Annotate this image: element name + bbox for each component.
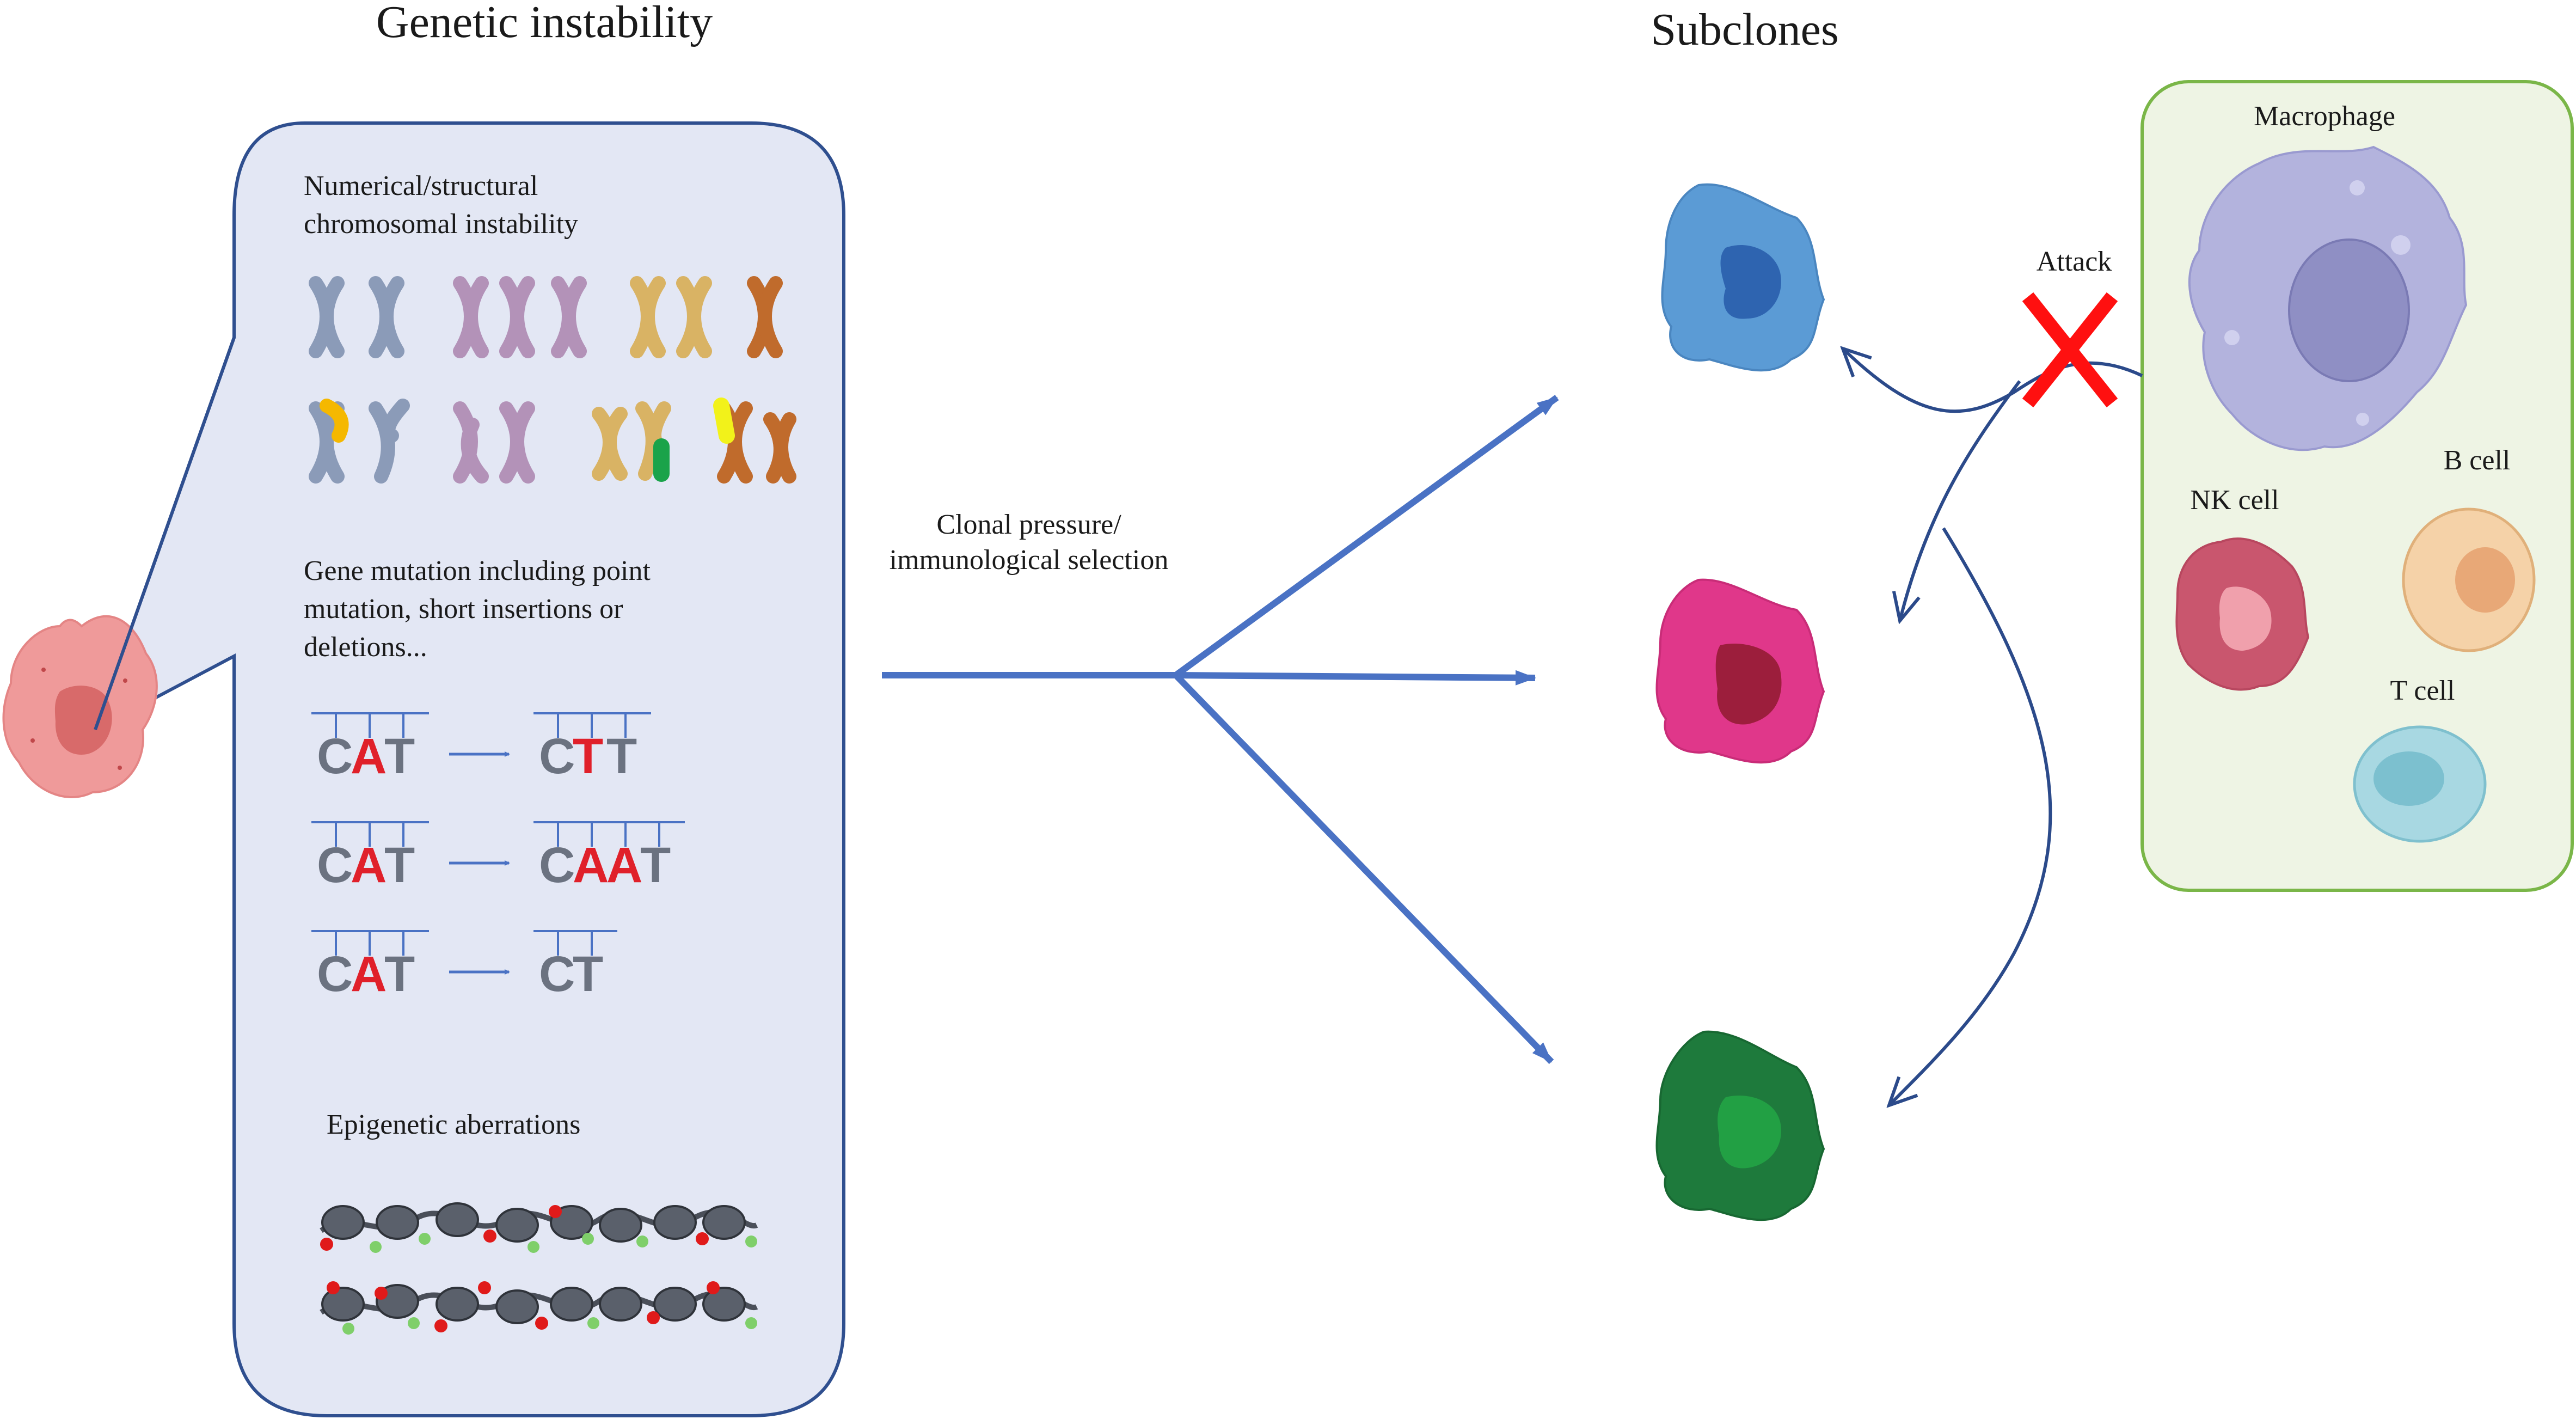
epigenetic-label: Epigenetic aberrations (327, 1109, 580, 1140)
nucleotide-letter: T (384, 837, 415, 893)
nucleotide-letter: C (539, 837, 575, 893)
subclones-title: Subclones (1651, 4, 1838, 55)
subclone-blue (1661, 183, 1825, 372)
nucleotide-letter: C (317, 946, 353, 1002)
b-cell (2402, 507, 2536, 652)
genetic-instability-title: Genetic instability (376, 0, 713, 47)
nucleotide-letter: A (573, 837, 609, 893)
nucleotide-letter: T (606, 729, 637, 784)
sequence-before: CAT (311, 712, 429, 784)
chromatin-strand-2 (320, 1281, 758, 1335)
nucleotide-letter: C (317, 729, 353, 784)
chromatin-strand-1 (320, 1202, 758, 1253)
nucleotide-letter: A (351, 946, 387, 1002)
nucleotide-letter: A (351, 729, 387, 784)
sequence-before: CAT (311, 821, 429, 893)
sequence-after: CT (533, 930, 617, 1002)
b-cell-label: B cell (2444, 445, 2511, 476)
nucleotide-letter: A (351, 837, 387, 893)
t-cell (2353, 725, 2487, 843)
t-cell-label: T cell (2390, 675, 2455, 706)
sequence-before: CAT (311, 930, 429, 1002)
selection-label-line1: Clonal pressure/ (936, 509, 1121, 540)
nucleotide-letter: C (539, 946, 575, 1002)
chromosomal-label-line2: chromosomal instability (304, 209, 578, 240)
subclone-green (1655, 1030, 1825, 1221)
nucleotide-letter: C (539, 729, 575, 784)
nk-cell (2175, 537, 2310, 691)
chromosome-set-row2 (309, 397, 796, 484)
attack-arrows (1843, 348, 2143, 1105)
nucleotide-letter: A (606, 837, 642, 893)
nucleotide-letter: T (573, 729, 603, 784)
nucleotide-letter: T (384, 729, 415, 784)
nucleotide-letter: T (640, 837, 671, 893)
selection-label-line2: immunological selection (890, 545, 1169, 576)
attack-label: Attack (2037, 246, 2112, 277)
blocked-attack-cross-icon (2022, 292, 2118, 408)
gene-mutation-label-line1: Gene mutation including point (304, 555, 651, 586)
nucleotide-letter: T (573, 946, 603, 1002)
gene-mutation-label-line2: mutation, short insertions or (304, 594, 623, 625)
clonal-branch-arrows (882, 395, 1559, 1065)
gene-mutation-label-line3: deletions... (304, 632, 427, 663)
subclone-pink (1655, 578, 1825, 764)
macrophage-label: Macrophage (2254, 101, 2395, 132)
nucleotide-letter: T (384, 946, 415, 1002)
nucleotide-letter: C (317, 837, 353, 893)
chromosomal-label-line1: Numerical/structural (304, 170, 538, 201)
macrophage-cell (2188, 145, 2468, 451)
nk-cell-label: NK cell (2190, 485, 2279, 516)
tumor-cell (2, 615, 158, 798)
callout-pointer (94, 337, 236, 731)
chromosome-set-row1 (309, 276, 783, 358)
